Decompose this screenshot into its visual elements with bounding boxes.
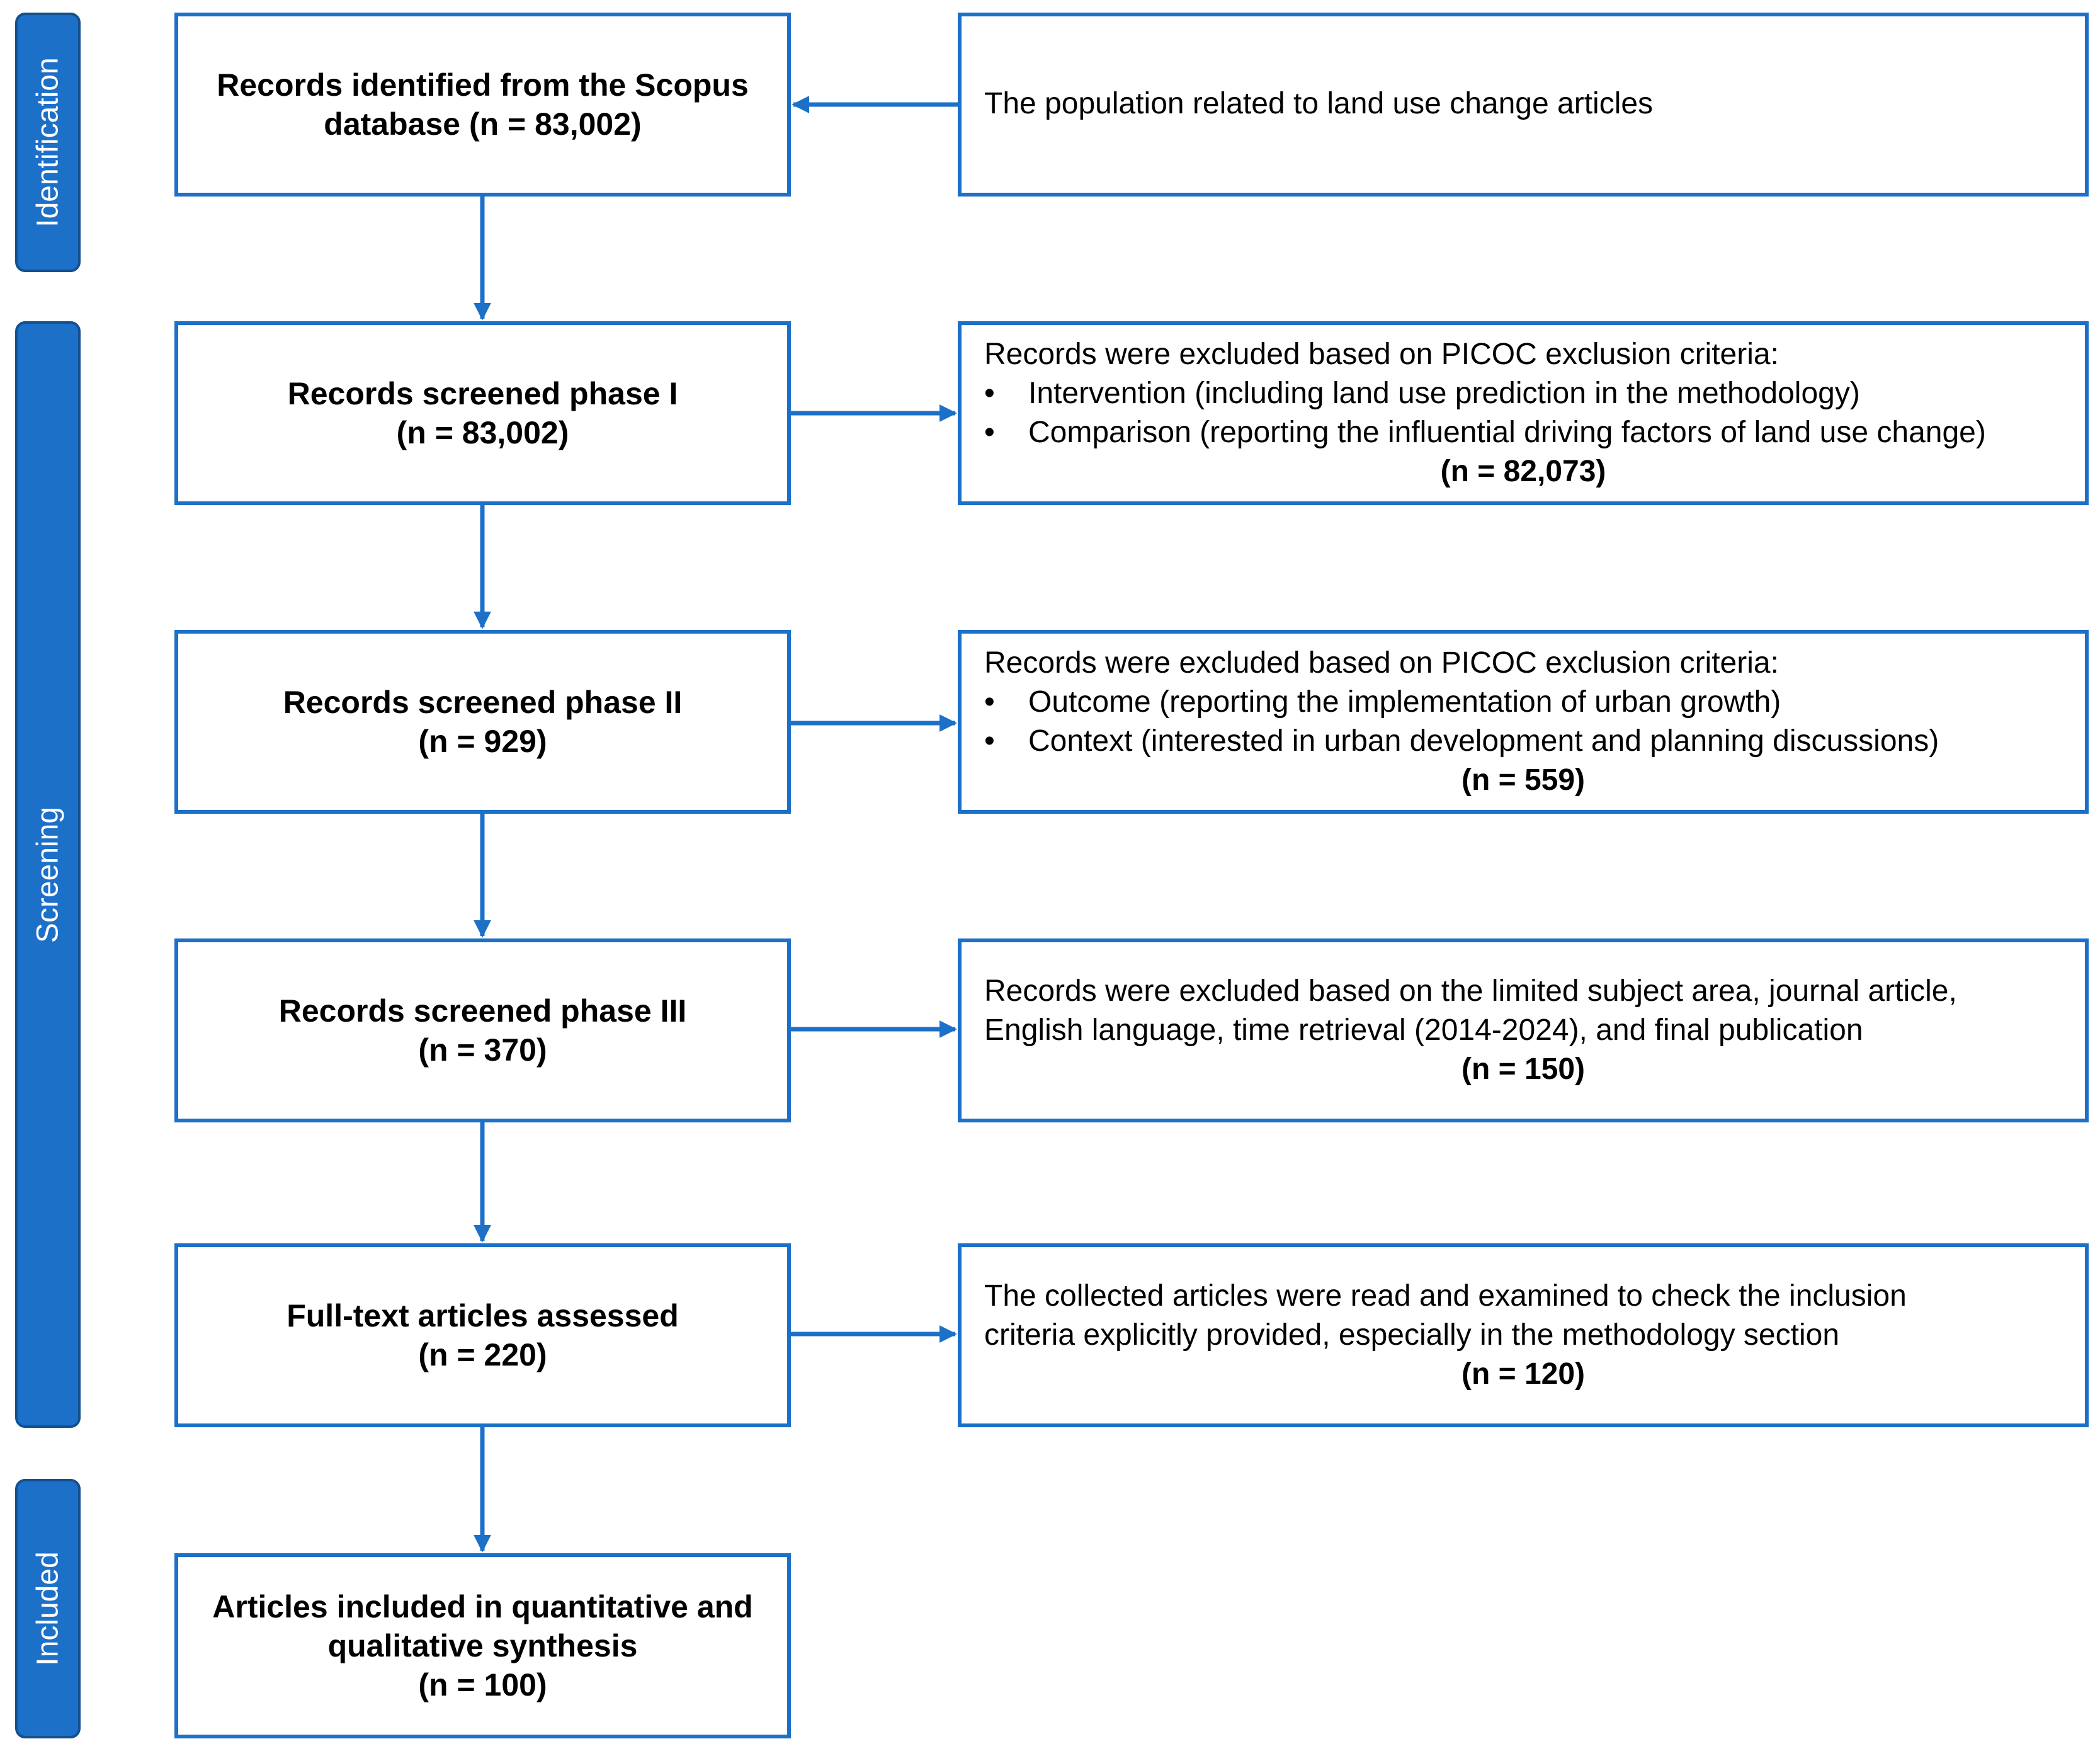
box-articles-included-line1: Articles included in quantitative and (212, 1589, 753, 1624)
note-phase-1-count: (n = 82,073) (1440, 455, 1606, 488)
box-records-identified: Records identified from the Scopus datab… (174, 13, 791, 197)
note-phase-2-count: (n = 559) (1461, 763, 1586, 797)
note-phase-1-bullet-1: • Intervention (including land use predi… (984, 374, 2085, 413)
note-phase-2-bullet-2-text: Context (interested in urban development… (1028, 724, 1939, 758)
phase-bar-screening: Screening (15, 321, 81, 1428)
box-screened-phase-2-count: (n = 929) (418, 724, 547, 759)
note-exclusion-phase-1: Records were excluded based on PICOC exc… (958, 321, 2089, 505)
note-phase-1-bullet-2-text: Comparison (reporting the influential dr… (1028, 416, 1986, 449)
note-fulltext-line-1: The collected articles were read and exa… (984, 1279, 1907, 1313)
note-phase-2-bullet-2: • Context (interested in urban developme… (984, 722, 2085, 761)
box-screened-phase-2-title: Records screened phase II (283, 685, 683, 720)
note-phase-1-heading: Records were excluded based on PICOC exc… (984, 338, 1779, 371)
note-phase-3-line-1: Records were excluded based on the limit… (984, 974, 1957, 1008)
box-fulltext-assessed-title: Full-text articles assessed (287, 1298, 679, 1333)
note-phase-3-count: (n = 150) (1461, 1052, 1586, 1086)
note-population-text: The population related to land use chang… (984, 87, 1654, 120)
box-records-identified-line2: database (n = 83,002) (324, 106, 642, 142)
box-screened-phase-1: Records screened phase I (n = 83,002) (174, 321, 791, 505)
note-phase-2-bullet-1: • Outcome (reporting the implementation … (984, 683, 2085, 722)
box-screened-phase-3-title: Records screened phase III (278, 993, 687, 1029)
note-phase-1-bullet-1-text: Intervention (including land use predict… (1028, 377, 1860, 410)
note-phase-2-heading: Records were excluded based on PICOC exc… (984, 646, 1779, 680)
note-phase-2-bullet-1-text: Outcome (reporting the implementation of… (1028, 685, 1781, 719)
box-fulltext-assessed: Full-text articles assessed (n = 220) (174, 1243, 791, 1427)
note-exclusion-phase-2: Records were excluded based on PICOC exc… (958, 630, 2089, 814)
note-population: The population related to land use chang… (958, 13, 2089, 197)
box-screened-phase-2: Records screened phase II (n = 929) (174, 630, 791, 814)
box-articles-included: Articles included in quantitative and qu… (174, 1553, 791, 1738)
bullet-dot: • (984, 685, 995, 719)
phase-bar-included: Included (15, 1479, 81, 1738)
box-articles-included-line2: qualitative synthesis (327, 1628, 638, 1663)
box-articles-included-count: (n = 100) (418, 1667, 547, 1703)
box-screened-phase-1-count: (n = 83,002) (396, 415, 569, 450)
bullet-dot: • (984, 416, 995, 449)
box-fulltext-assessed-count: (n = 220) (418, 1337, 547, 1372)
bullet-dot: • (984, 724, 995, 758)
note-exclusion-phase-3: Records were excluded based on the limit… (958, 938, 2089, 1122)
note-phase-3-line-2: English language, time retrieval (2014-2… (984, 1013, 1863, 1047)
note-fulltext-count: (n = 120) (1461, 1357, 1586, 1391)
box-screened-phase-3: Records screened phase III (n = 370) (174, 938, 791, 1122)
note-phase-1-bullet-2: • Comparison (reporting the influential … (984, 413, 2085, 452)
note-fulltext-check: The collected articles were read and exa… (958, 1243, 2089, 1427)
box-records-identified-line1: Records identified from the Scopus (217, 67, 749, 103)
bullet-dot: • (984, 377, 995, 410)
note-fulltext-line-2: criteria explicitly provided, especially… (984, 1318, 1840, 1352)
phase-bar-identification: Identification (15, 13, 81, 272)
box-screened-phase-3-count: (n = 370) (418, 1032, 547, 1068)
box-screened-phase-1-title: Records screened phase I (287, 376, 678, 411)
